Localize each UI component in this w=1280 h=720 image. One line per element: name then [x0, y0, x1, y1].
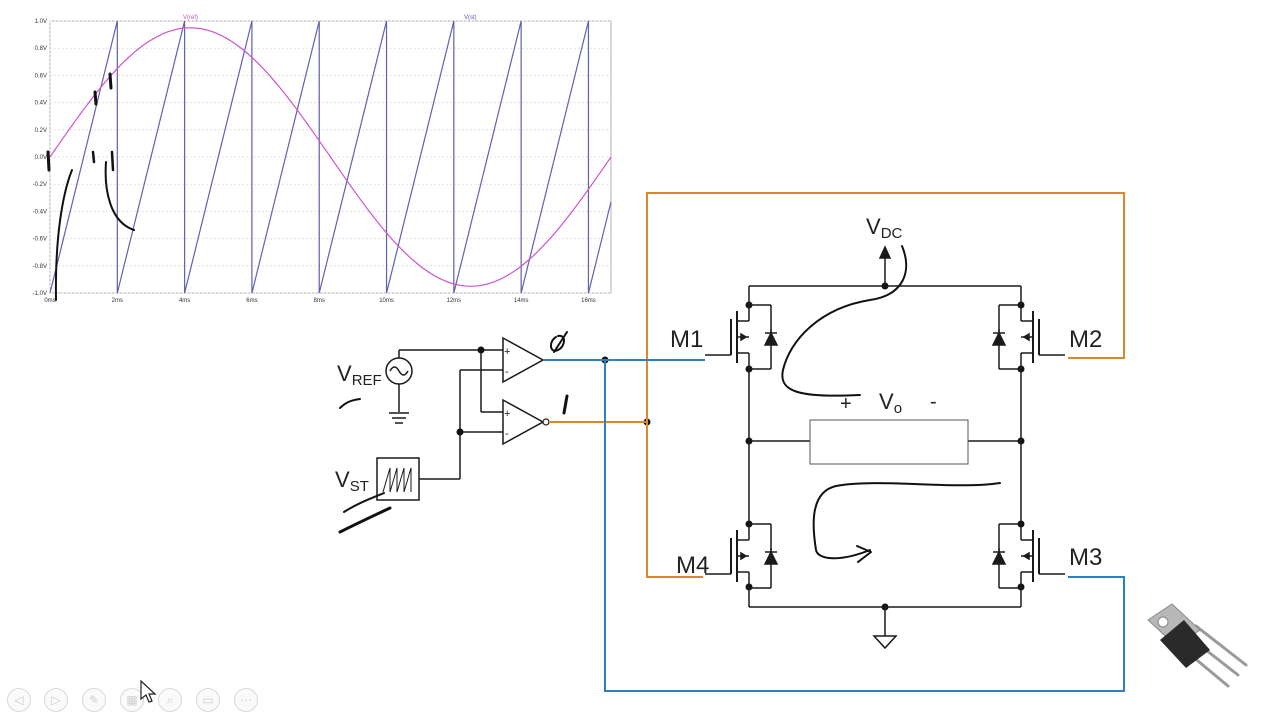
- x-tick-label: 10ms: [379, 298, 394, 304]
- output-zero-mark: [550, 331, 568, 353]
- mosfet-package-image: [1147, 603, 1248, 688]
- m2-label: M2: [1069, 326, 1102, 353]
- y-tick-label: 0.2V: [35, 128, 47, 134]
- plot-handwriting: [46, 72, 135, 301]
- y-tick-label: 0.6V: [35, 73, 47, 79]
- y-tick-label: 0.8V: [35, 46, 47, 52]
- x-tick-label: 12ms: [447, 298, 462, 304]
- comp-bot-plus: +: [504, 408, 510, 420]
- m3-label: M3: [1069, 544, 1102, 571]
- x-tick-label: 2ms: [112, 298, 123, 304]
- more-icon[interactable]: ⋯: [234, 688, 258, 712]
- m4-label: M4: [676, 552, 709, 579]
- load-resistor: [809, 419, 969, 465]
- y-tick-label: -0.6V: [33, 237, 47, 243]
- blue-gate-wire: [543, 359, 1125, 692]
- comparator-bottom: [502, 398, 545, 446]
- vst-label: VST: [335, 467, 369, 495]
- legend-vref: V(ref): [183, 15, 198, 21]
- vo-minus: -: [930, 391, 937, 413]
- slides-icon[interactable]: ▦: [120, 688, 144, 712]
- comp-bot-minus: -: [505, 428, 509, 440]
- comp-top-plus: +: [504, 346, 510, 358]
- orange-gate-wire: [549, 192, 1125, 578]
- x-tick-label: 4ms: [179, 298, 190, 304]
- m1-label: M1: [670, 326, 703, 353]
- x-tick-labels: 0ms 2ms 4ms 6ms 8ms 10ms 12ms 14ms 16ms: [44, 298, 595, 304]
- y-tick-label: 0.0V: [35, 155, 47, 161]
- y-tick-labels: 1.0V 0.8V 0.6V 0.4V 0.2V 0.0V -0.2V -0.4V -0.6V -…: [33, 19, 47, 297]
- y-tick-label: -1.0V: [33, 291, 47, 297]
- y-tick-label: 0.4V: [35, 101, 47, 107]
- next-icon[interactable]: ▷: [44, 688, 68, 712]
- gate-wires: [543, 192, 1125, 692]
- vdc-label: VDC: [866, 214, 903, 242]
- control-circuit: [376, 336, 550, 501]
- subtitle-icon[interactable]: ▭: [196, 688, 220, 712]
- comparator-top: [502, 336, 545, 384]
- comp-top-minus: -: [505, 366, 509, 378]
- mosfet-m4: [705, 523, 779, 589]
- y-tick-label: -0.8V: [33, 264, 47, 270]
- zoom-icon[interactable]: ⌕: [158, 688, 182, 712]
- legend-vst: V(st): [464, 15, 477, 21]
- pen-icon[interactable]: ✎: [82, 688, 106, 712]
- mouse-cursor: [140, 680, 157, 703]
- waveform-plot: 1.0V 0.8V 0.6V 0.4V 0.2V 0.0V -0.2V -0.4V -0.6V -…: [33, 15, 612, 304]
- series-vref-line: [49, 27, 612, 287]
- x-tick-label: 14ms: [514, 298, 529, 304]
- y-tick-label: -0.4V: [33, 209, 47, 215]
- prev-icon[interactable]: ◁: [7, 688, 31, 712]
- inverter-bubble: [542, 418, 550, 426]
- series-vst-line: [49, 20, 612, 294]
- h-bridge: [748, 245, 1022, 650]
- mosfet-group: [705, 304, 1065, 589]
- mosfet-m1: [705, 304, 779, 370]
- y-tick-label: -0.2V: [33, 182, 47, 188]
- x-tick-label: 16ms: [581, 298, 596, 304]
- mosfet-m3: [991, 523, 1065, 589]
- handwriting-annotations: [338, 245, 1001, 563]
- x-tick-label: 8ms: [314, 298, 325, 304]
- vo-plus: +: [840, 393, 852, 415]
- vo-label: Vo: [879, 389, 902, 417]
- x-tick-label: 0ms: [44, 298, 55, 304]
- mosfet-m2: [991, 304, 1065, 370]
- x-tick-label: 6ms: [246, 298, 257, 304]
- vref-label: VREF: [337, 361, 382, 389]
- y-tick-label: 1.0V: [35, 19, 47, 25]
- output-one-mark: [562, 394, 569, 415]
